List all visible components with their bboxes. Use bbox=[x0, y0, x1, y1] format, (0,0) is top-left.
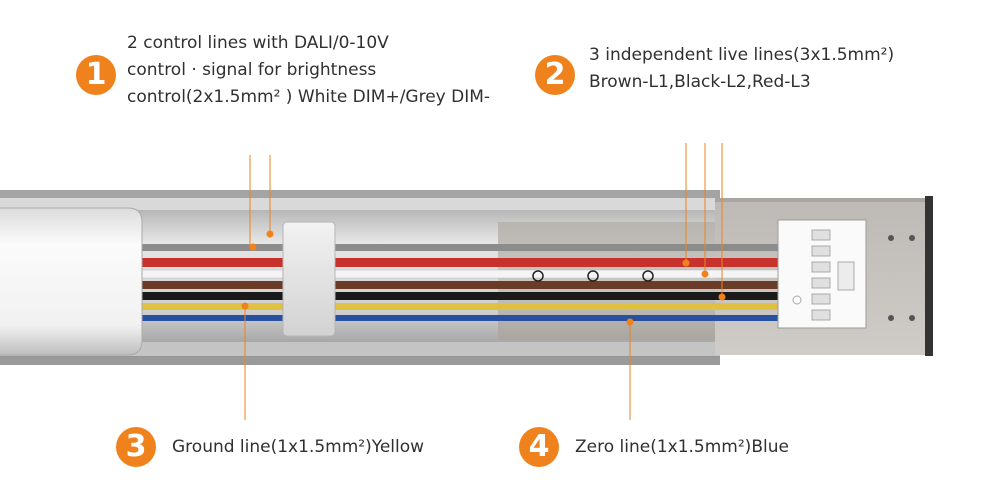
callout-3-line-1: Ground line(1x1.5mm²)Yellow bbox=[172, 437, 425, 457]
callout-4-badge: 4 bbox=[519, 427, 559, 467]
callout-1-leaders bbox=[249, 155, 274, 251]
callout-2-line-1: 3 independent live lines(3x1.5mm²) bbox=[589, 45, 895, 65]
callout-4-text: Zero line(1x1.5mm²)Blue bbox=[575, 434, 789, 461]
callout-2-line-2: Brown-L1,Black-L2,Red-L3 bbox=[589, 72, 811, 92]
callout-4-leader bbox=[626, 318, 634, 420]
wire-red bbox=[140, 258, 780, 267]
callout-1-line-3: control(2x1.5mm² ) White DIM+/Grey DIM- bbox=[127, 87, 491, 107]
wire-blue bbox=[140, 315, 780, 321]
wire-black bbox=[140, 292, 780, 300]
callout-1-line-1: 2 control lines with DALI/0-10V bbox=[127, 33, 389, 53]
wire-brown bbox=[140, 281, 780, 289]
callout-2-leaders bbox=[682, 143, 726, 301]
callout-2-text: 3 independent live lines(3x1.5mm²) Brown… bbox=[589, 42, 894, 96]
callout-3-text: Ground line(1x1.5mm²)Yellow bbox=[172, 434, 424, 461]
callout-4-line-1: Zero line(1x1.5mm²)Blue bbox=[575, 437, 789, 457]
callout-1-badge: 1 bbox=[76, 55, 116, 95]
wire-grey bbox=[140, 244, 780, 251]
callout-1-line-2: control · signal for brightness bbox=[127, 60, 377, 80]
callout-3-badge: 3 bbox=[116, 427, 156, 467]
connector-block bbox=[777, 219, 867, 329]
callout-1-text: 2 control lines with DALI/0-10V control … bbox=[127, 30, 490, 111]
wire-white bbox=[139, 269, 781, 279]
callout-3-leader bbox=[241, 302, 249, 420]
callout-2-badge: 2 bbox=[535, 55, 575, 95]
wire-clip bbox=[282, 221, 336, 337]
front-cover bbox=[0, 207, 143, 356]
wire-yellow bbox=[140, 303, 780, 310]
